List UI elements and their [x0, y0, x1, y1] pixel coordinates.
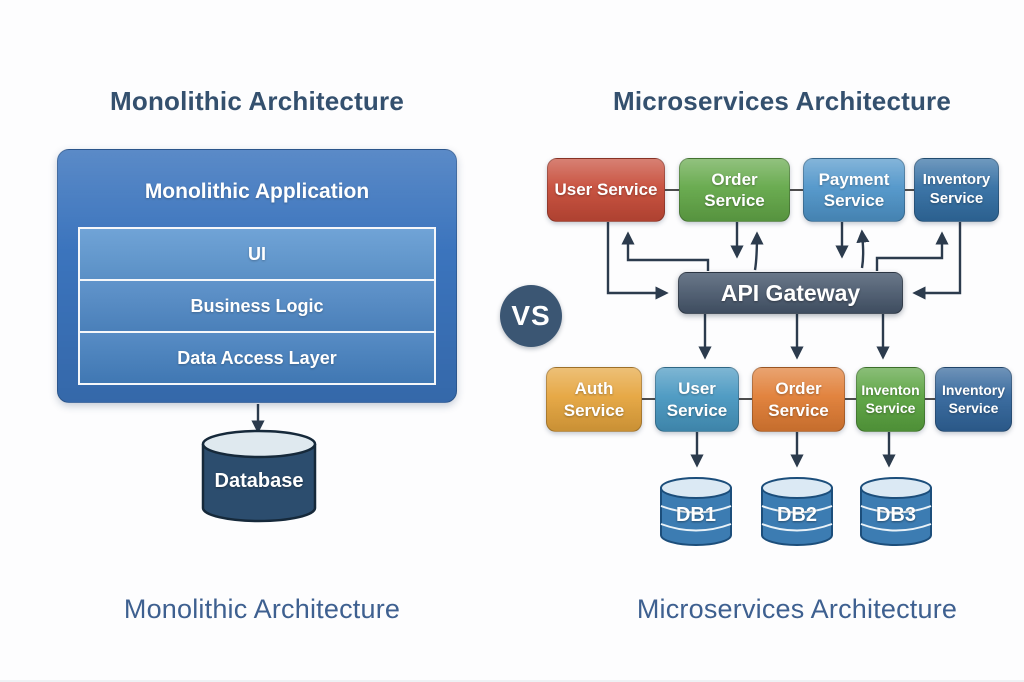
arrow-gateway-to-order	[750, 231, 764, 271]
layer-data-access: Data Access Layer	[80, 331, 434, 383]
service-box-payment-top: Payment Service	[803, 158, 905, 222]
arrow-inventory-to-gateway	[912, 222, 962, 300]
microservices-title: Microservices Architecture	[612, 85, 952, 116]
monolithic-caption: Monolithic Architecture	[123, 593, 401, 624]
db2-label: DB2	[776, 503, 817, 526]
service-box-order-top: Order Service	[679, 158, 790, 222]
database-label: Database	[214, 469, 304, 492]
service-box-inventory-bottom: Inventory Service	[935, 367, 1012, 432]
monolithic-application-label: Monolithic Application	[144, 180, 370, 203]
vs-badge: VS	[500, 285, 562, 347]
monolithic-title: Monolithic Architecture	[110, 85, 404, 116]
db1-label: DB1	[675, 503, 716, 526]
layer-business-logic: Business Logic	[80, 279, 434, 331]
api-gateway-box: API Gateway	[678, 272, 903, 314]
arrow-gateway-to-user	[621, 231, 710, 271]
microservices-caption: Microservices Architecture	[636, 593, 958, 624]
db3-cylinder-icon	[860, 477, 932, 546]
db3-label: DB3	[875, 503, 916, 526]
service-box-user-bottom: User Service	[655, 367, 739, 432]
service-box-auth: Auth Service	[546, 367, 642, 432]
flow-arrows	[251, 222, 962, 468]
service-box-user-top: User Service	[547, 158, 665, 222]
database-cylinder-icon	[201, 429, 317, 523]
service-box-inventon: Inventon Service	[856, 367, 925, 432]
db1-cylinder-icon	[660, 477, 732, 546]
arrow-gateway-to-inventory	[875, 231, 949, 271]
connector-lines	[642, 189, 936, 400]
db2-cylinder-icon	[761, 477, 833, 546]
layer-ui: UI	[80, 229, 434, 279]
arrow-user-to-gateway	[606, 222, 669, 300]
layer-stack: UI Business Logic Data Access Layer	[78, 227, 436, 385]
service-box-inventory-top: Inventory Service	[914, 158, 999, 222]
arrow-gateway-to-payment	[856, 229, 870, 269]
service-box-order-bottom: Order Service	[752, 367, 845, 432]
monolithic-application-box: Monolithic Application UI Business Logic…	[57, 149, 457, 403]
